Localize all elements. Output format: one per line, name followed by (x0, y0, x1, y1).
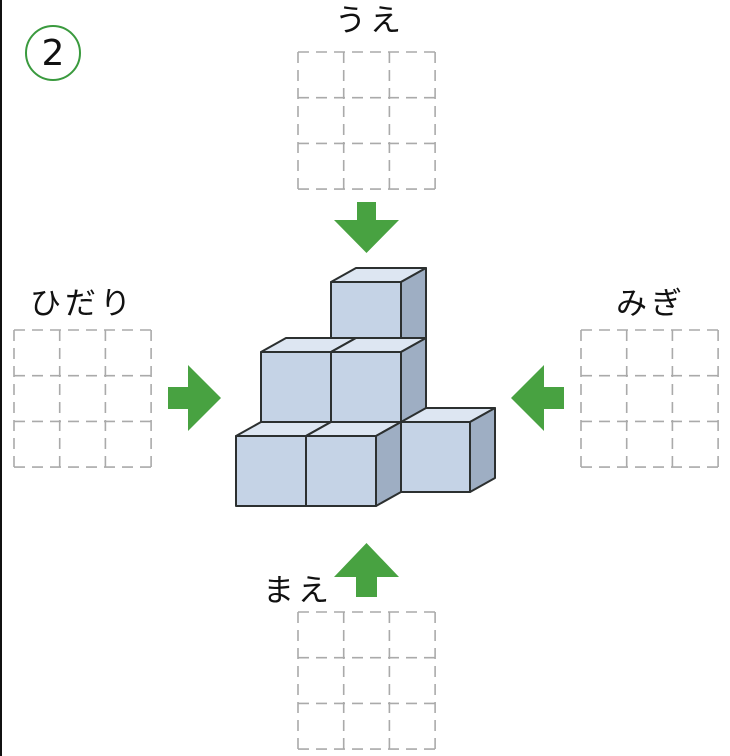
cube-side-face (375, 421, 402, 507)
cube-front-face (235, 435, 307, 507)
arrow-up-icon (334, 543, 399, 597)
problem-number-circle: 2 (25, 25, 81, 81)
arrow-down-icon (334, 202, 399, 253)
view-label-left: ひだり (30, 286, 135, 322)
cube-front-face (260, 351, 332, 423)
grid-top (297, 51, 436, 190)
grid-front (297, 611, 436, 750)
cube-structure (235, 267, 496, 507)
cube-side-face (469, 407, 496, 493)
cube-front-middle (305, 421, 402, 507)
view-arrows (168, 202, 564, 597)
cube-middle-center (330, 337, 427, 423)
cube-front-face (330, 351, 402, 423)
cube-side-face (400, 337, 427, 423)
problem-number: 2 (41, 32, 65, 74)
cube-right (399, 407, 496, 493)
grid-left (13, 329, 152, 468)
cube-front-face (305, 435, 377, 507)
page-left-border (0, 0, 2, 756)
grid-right (580, 329, 719, 468)
arrow-left-icon (511, 365, 564, 431)
view-label-right: みぎ (616, 286, 686, 322)
arrow-right-icon (168, 365, 221, 431)
answer-grids (13, 51, 719, 750)
view-label-front: まえ (263, 573, 333, 609)
cube-front-face (399, 421, 471, 493)
view-label-top: うえ (335, 3, 405, 39)
